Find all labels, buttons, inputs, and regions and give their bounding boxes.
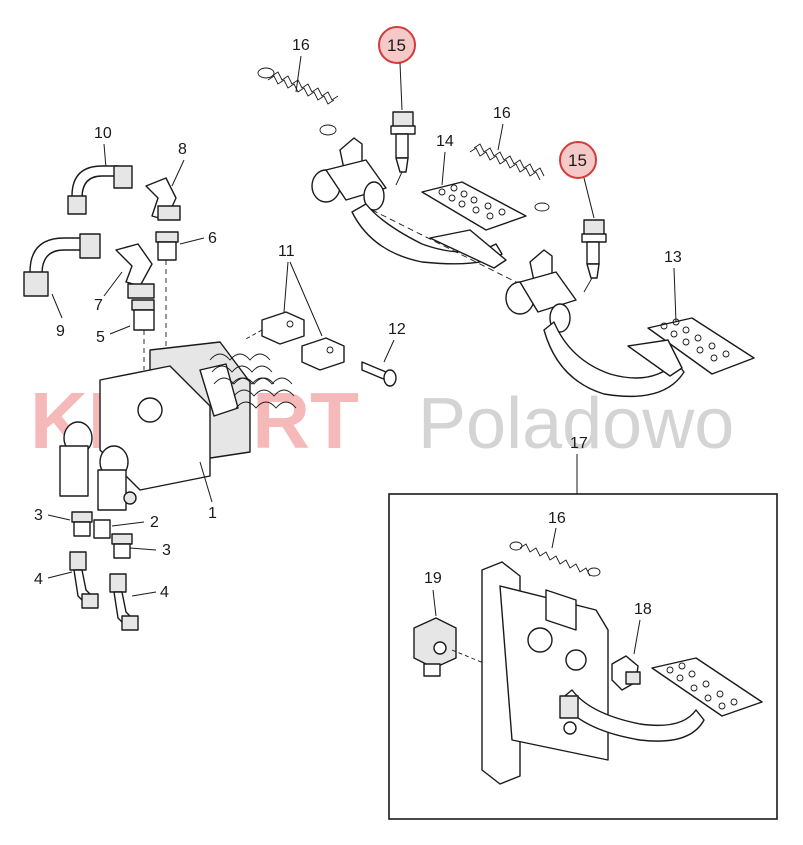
label-19: 19	[424, 570, 442, 587]
sensor-19	[413, 617, 487, 677]
label-3-left: 3	[34, 507, 43, 524]
detail-box-17	[388, 493, 778, 820]
label-16-mid: 16	[493, 105, 511, 122]
fitting-7	[115, 243, 155, 299]
label-1: 1	[208, 505, 217, 522]
fitting-8	[145, 177, 181, 221]
fitting-5	[131, 299, 155, 331]
label-11: 11	[278, 243, 295, 260]
fitting-6	[155, 231, 179, 261]
pedal-13-pad-holes	[660, 318, 730, 362]
fitting-2	[93, 519, 111, 539]
label-10: 10	[94, 125, 112, 142]
label-3-right: 3	[162, 542, 171, 559]
label-14: 14	[436, 133, 454, 150]
spring-16-mid	[469, 143, 550, 212]
switch-18	[611, 655, 641, 691]
label-6: 6	[208, 230, 217, 247]
label-5: 5	[96, 329, 105, 346]
pedal-bracket-assembly	[481, 561, 705, 785]
pedal-box-pad	[651, 657, 763, 717]
pipe-4-right	[109, 573, 139, 631]
pipe-4-left	[69, 551, 99, 609]
hose-9	[23, 233, 101, 297]
label-4-right: 4	[160, 584, 169, 601]
pin-12	[361, 361, 397, 387]
label-16-box: 16	[548, 510, 566, 527]
switch-15-right	[581, 219, 607, 293]
label-7: 7	[94, 297, 103, 314]
label-9: 9	[56, 323, 65, 340]
fitting-3-left	[71, 511, 93, 537]
label-17: 17	[570, 435, 588, 452]
hose-10	[67, 165, 133, 215]
label-12: 12	[388, 321, 406, 338]
spring-16-box	[509, 541, 601, 577]
label-4-left: 4	[34, 571, 43, 588]
callout-15-top-circle	[378, 26, 416, 64]
cylinder-boot-2	[231, 377, 297, 409]
fitting-3-right	[111, 533, 133, 559]
clevis-11-b	[301, 337, 345, 371]
label-2: 2	[150, 514, 159, 531]
label-15-right: 15	[568, 151, 587, 170]
label-13: 13	[664, 249, 682, 266]
pedal-14	[311, 137, 527, 269]
callout-15-right-circle	[559, 141, 597, 179]
spring-16-top	[257, 67, 339, 136]
label-18: 18	[634, 601, 652, 618]
master-cylinder-1	[59, 341, 297, 511]
pedal-13	[505, 249, 755, 398]
label-16-top: 16	[292, 37, 310, 54]
clevis-11-a	[243, 311, 305, 345]
label-8: 8	[178, 141, 187, 158]
watermark-suffix: Poladowo	[418, 384, 734, 464]
label-15-top: 15	[387, 36, 406, 55]
pedal-14-pad-holes	[438, 184, 506, 220]
switch-15-top	[390, 111, 416, 186]
